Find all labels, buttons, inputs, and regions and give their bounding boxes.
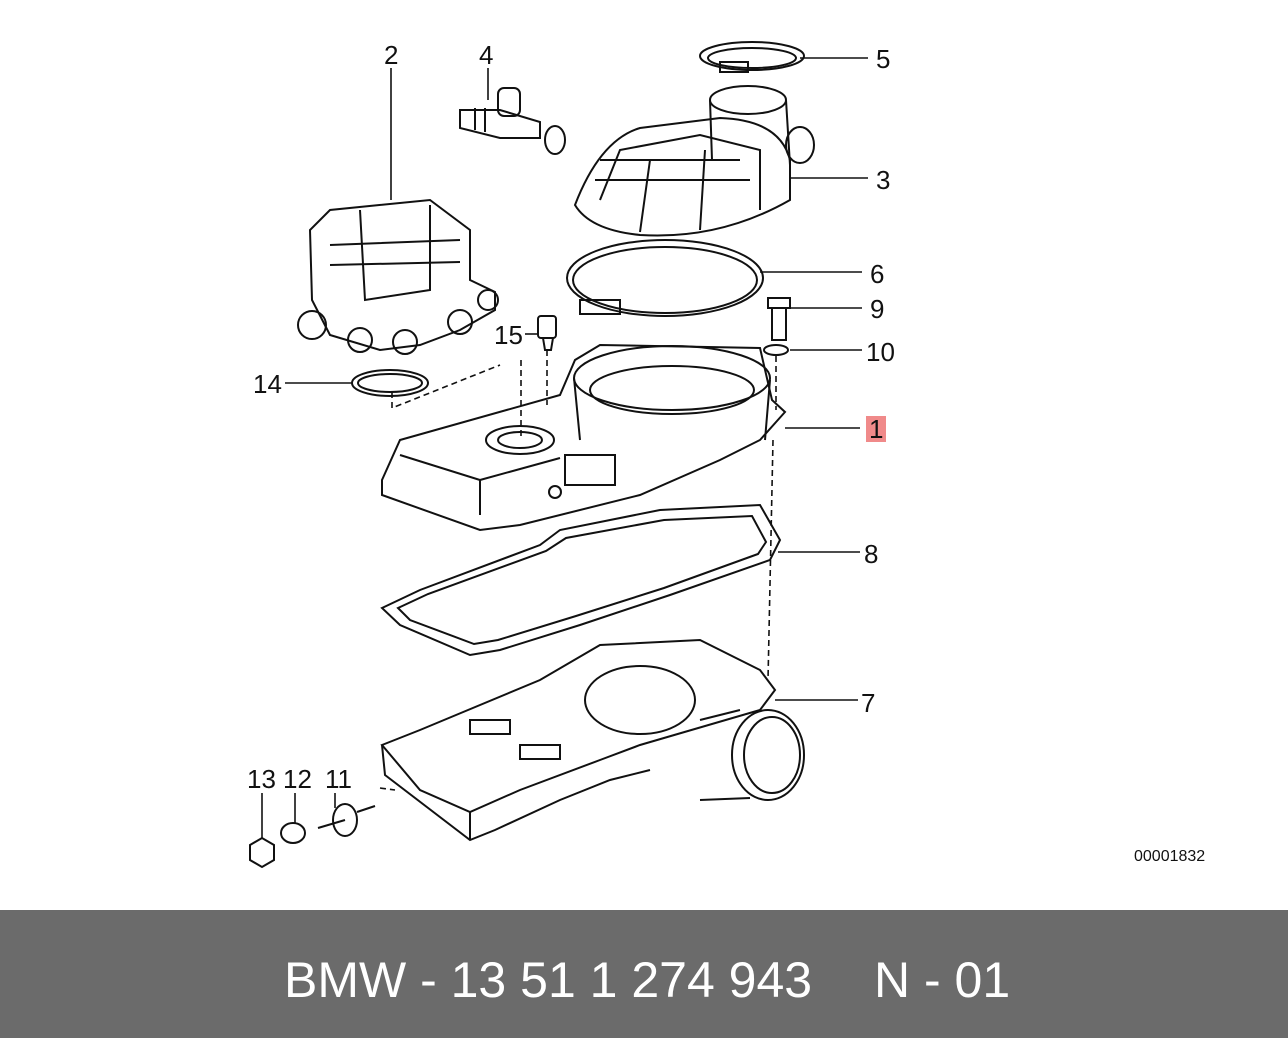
callout-12: 12 [283, 764, 312, 794]
nut-part-13 [249, 836, 275, 869]
housing-part-1 [381, 343, 787, 532]
callout-9: 9 [870, 294, 885, 324]
screw-part-11 [317, 803, 376, 837]
hose-clamp-part-5 [699, 41, 805, 73]
callout-8: 8 [864, 539, 879, 569]
washer-part-12 [280, 822, 306, 844]
callout-10: 10 [866, 337, 895, 367]
callout-3: 3 [876, 165, 891, 195]
part-number-footer [0, 910, 1288, 1038]
part-number-label: BMW - 13 51 1 274 943 [284, 952, 813, 1008]
position-label: N - 01 [874, 952, 1011, 1008]
plug-part-15 [537, 315, 557, 351]
callout-7: 7 [861, 688, 876, 718]
distributor-part-2 [297, 198, 499, 355]
washer-part-10 [763, 344, 789, 356]
callout-2: 2 [384, 40, 399, 70]
large-clamp-part-6 [566, 239, 764, 317]
bolt-part-9 [767, 297, 791, 341]
callout-5: 5 [876, 44, 891, 74]
callout-6: 6 [870, 259, 885, 289]
leader-lines [261, 57, 868, 838]
callout-15: 15 [494, 320, 523, 350]
hose-fitting-part-4 [459, 87, 566, 155]
callout-4: 4 [479, 40, 494, 70]
callout-14: 14 [253, 369, 282, 399]
lower-housing-part-7 [380, 638, 805, 842]
diagram-reference-number: 00001832 [1134, 848, 1206, 865]
exploded-parts-diagram [249, 41, 868, 869]
callout-11: 11 [325, 764, 352, 794]
gasket-part-8 [380, 503, 782, 657]
intake-housing-part-3 [573, 85, 815, 237]
callout-13: 13 [247, 764, 276, 794]
callout-1-highlighted: 1 [866, 416, 887, 442]
